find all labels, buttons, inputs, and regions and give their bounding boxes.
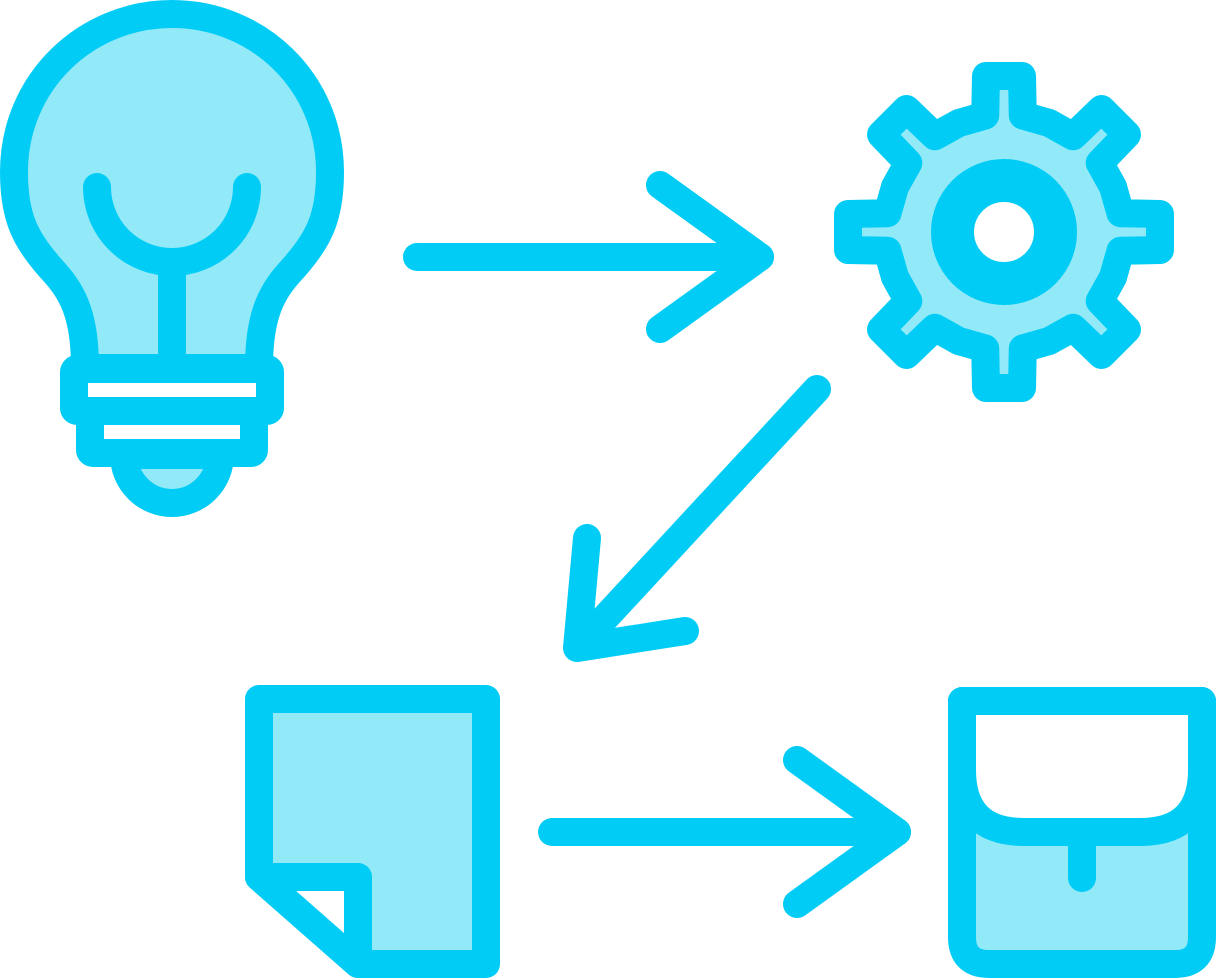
gear-icon [834,62,1174,402]
arrow-head [646,171,774,343]
arrow-head [783,746,911,918]
document-folded-corner [245,863,372,978]
gear-hub-hole [946,174,1062,290]
briefcase-icon [948,687,1216,978]
briefcase-flap [948,687,1216,846]
arrow-right-icon [403,171,774,343]
lightbulb-tip [110,441,234,517]
arrow-down-left-icon [563,375,831,662]
lightbulb-glass [0,0,344,382]
arrow-shaft [566,375,831,659]
arrow-right-icon [538,746,911,918]
document-icon [245,685,500,978]
lightbulb-icon [0,0,344,517]
arrow-head [563,524,699,662]
